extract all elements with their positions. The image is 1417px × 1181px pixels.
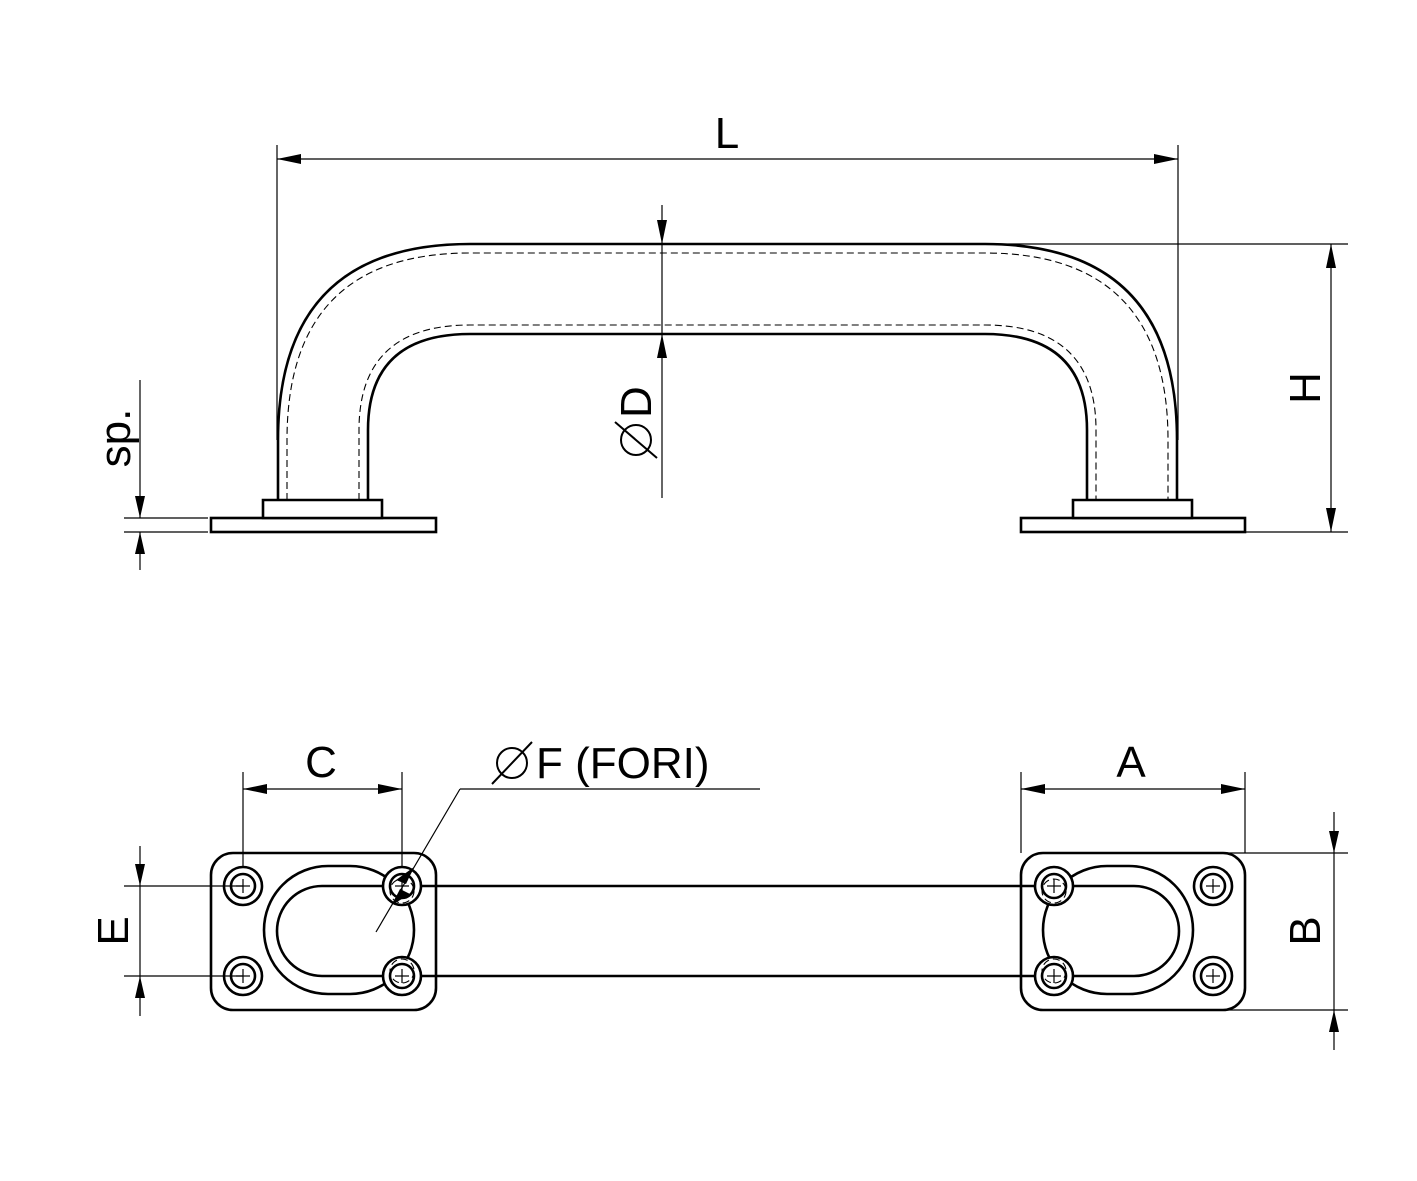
e-arrow-bottom (135, 976, 145, 998)
tube-inner-outline (366, 332, 1089, 502)
side-view: L D H sp. (91, 109, 1348, 570)
b-arrow-top (1329, 831, 1339, 853)
a-label: A (1116, 738, 1146, 787)
f-diameter-icon (491, 741, 533, 785)
a-arrow-left (1021, 784, 1045, 794)
e-label: E (89, 916, 138, 945)
plan-view: C A F (FORI) E B (89, 738, 1348, 1050)
c-arrow-left (243, 784, 267, 794)
e-arrow-top (135, 864, 145, 886)
tube-inner-hidden-wall (358, 324, 1097, 500)
h-arrow-top (1326, 244, 1336, 268)
hole-right-top-inner (1033, 865, 1075, 907)
right-flange-collar (1071, 498, 1194, 520)
tube-outer-hidden-wall (286, 252, 1169, 500)
left-flange-collar (261, 498, 384, 520)
d-label: D (612, 386, 661, 418)
mounting-holes (222, 865, 1234, 997)
hole-right-bottom-inner (1033, 955, 1075, 997)
f-leader-diagonal (375, 788, 461, 933)
b-arrow-bottom (1329, 1010, 1339, 1032)
tube-outer-outline (276, 242, 1179, 502)
grab-bar-top-view (275, 884, 1181, 978)
hole-right-bottom-outer (1192, 955, 1234, 997)
l-label: L (715, 109, 739, 158)
hole-right-top-outer (1192, 865, 1234, 907)
c-arrow-right (378, 784, 402, 794)
hole-left-top-inner (381, 865, 423, 907)
right-flange-plate (1019, 516, 1247, 534)
d-label-group: D (612, 386, 661, 459)
left-collar-outline (262, 864, 416, 996)
sp-arrow-bottom (135, 532, 145, 554)
f-arrow-outer (396, 867, 414, 884)
right-collar-outline (1041, 864, 1195, 996)
a-arrow-right (1221, 784, 1245, 794)
sp-label: sp. (91, 409, 140, 468)
f-label: F (FORI) (536, 739, 710, 788)
left-flange-plate (209, 516, 438, 534)
diameter-icon (614, 421, 658, 459)
l-arrow-left (277, 154, 301, 164)
sp-arrow-top (135, 496, 145, 518)
b-label: B (1281, 916, 1330, 945)
d-arrow-bottom (657, 334, 667, 358)
h-label: H (1281, 372, 1330, 404)
d-arrow-top (657, 220, 667, 244)
hole-left-bottom-inner (381, 955, 423, 997)
l-arrow-right (1154, 154, 1178, 164)
f-arrow-inner (392, 889, 410, 905)
h-arrow-bottom (1326, 508, 1336, 532)
c-label: C (305, 738, 337, 787)
